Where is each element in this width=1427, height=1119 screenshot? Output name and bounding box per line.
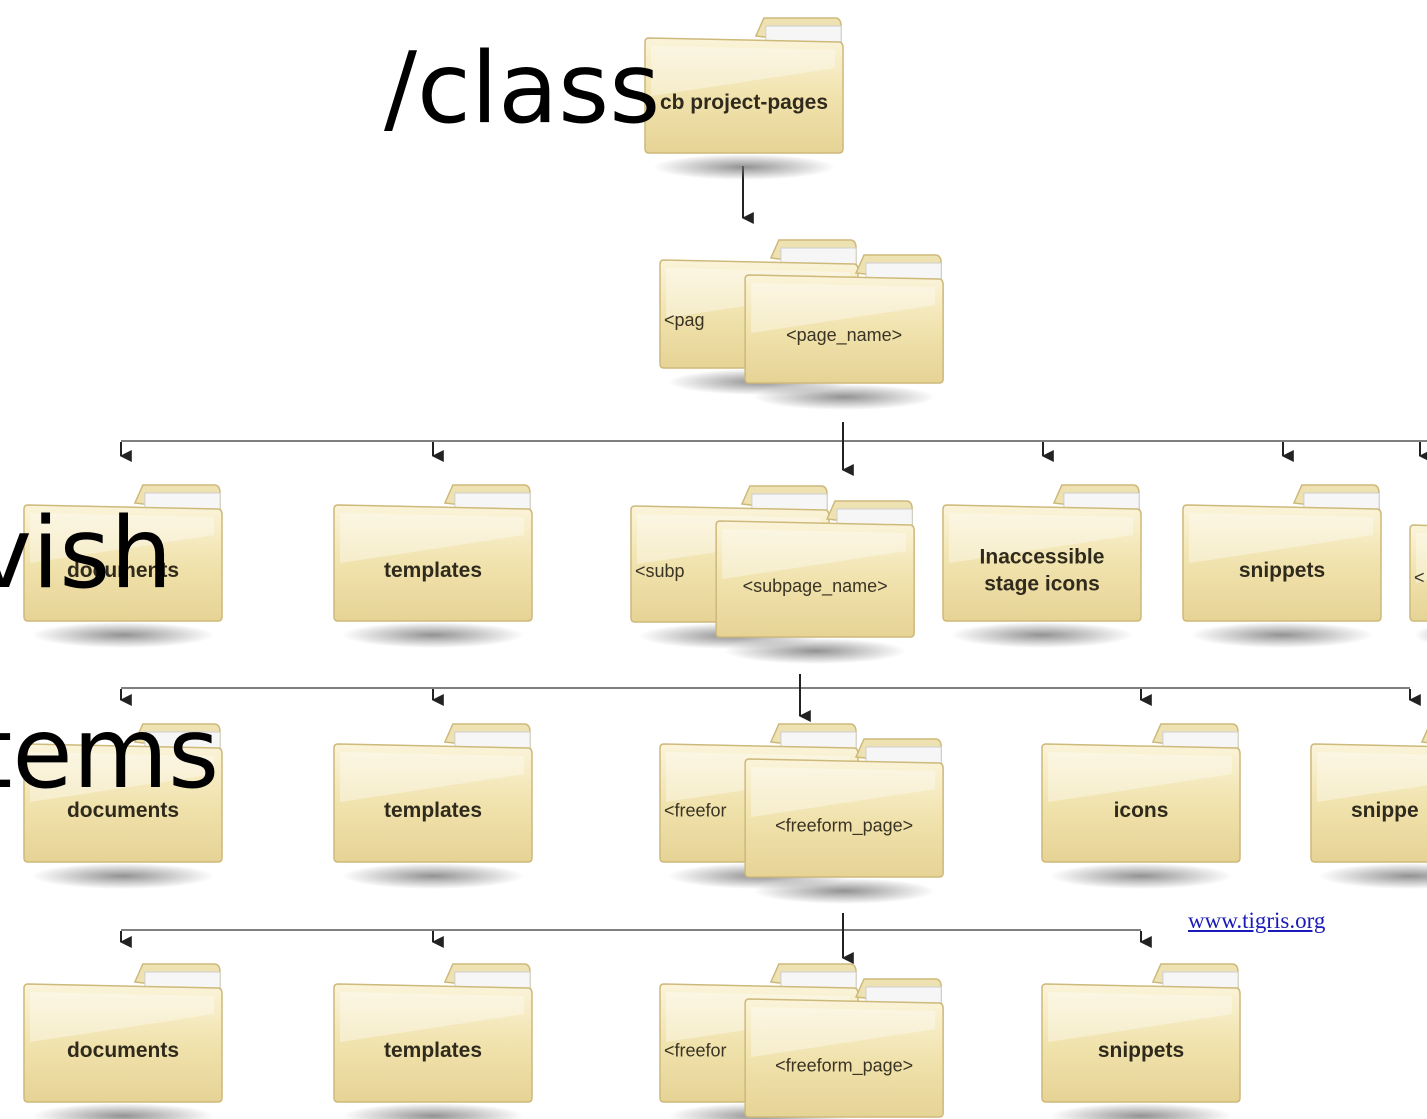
folder-templates-l3: templates bbox=[333, 723, 533, 889]
folder-freeform-page-l3-front-label: <freeform_page> bbox=[775, 815, 913, 836]
folders: cb project-pages <pag <page_name> documents… bbox=[23, 17, 1427, 1119]
folder-documents-l2-label: documents bbox=[67, 559, 179, 582]
folder-documents-l3: documents bbox=[23, 723, 223, 889]
folder-root: cb project-pages bbox=[644, 17, 844, 180]
folder-templates-l2: templates bbox=[333, 484, 533, 648]
folder-icons-l3: icons bbox=[1041, 723, 1241, 889]
overlay-title-class: /class bbox=[384, 32, 661, 146]
folder-documents-l4-label: documents bbox=[67, 1039, 179, 1062]
folder-subpage-name-back-label: <subp bbox=[635, 561, 685, 581]
folder-templates-l4-label: templates bbox=[384, 1039, 482, 1062]
folder-cut-l2-label: < bbox=[1414, 567, 1425, 587]
folder-snippets-l4-label: snippets bbox=[1098, 1039, 1184, 1062]
folder-snippets-l3-label: snippe bbox=[1351, 799, 1419, 822]
folder-templates-l3-label: templates bbox=[384, 799, 482, 822]
folder-freeform-page-l4-front: <freeform_page> bbox=[744, 978, 944, 1119]
folder-snippets-l3: snippe bbox=[1310, 728, 1427, 889]
folder-page-name-front: <page_name> bbox=[744, 254, 944, 410]
folder-root-label: cb project-pages bbox=[660, 91, 828, 114]
folder-documents-l3-label: documents bbox=[67, 799, 179, 822]
folder-freeform-page-l4-back-label: <freefor bbox=[664, 1040, 727, 1060]
folder-inaccessible-stage-icons-label: Inaccessible bbox=[980, 545, 1105, 568]
folder-inaccessible-stage-icons: Inaccessible stage icons bbox=[942, 484, 1142, 648]
folder-documents-l2: documents bbox=[23, 484, 223, 648]
folder-documents-l4: documents bbox=[23, 963, 223, 1119]
folder-freeform-page-l3-back-label: <freefor bbox=[664, 800, 727, 820]
folder-snippets-l2: snippets bbox=[1182, 484, 1382, 648]
connectors bbox=[119, 166, 1427, 964]
folder-icons-l3-label: icons bbox=[1114, 799, 1169, 822]
folder-freeform-page-l4-front-label: <freeform_page> bbox=[775, 1055, 913, 1076]
overlay-text-items: tems bbox=[0, 697, 220, 811]
folder-snippets-l4: snippets bbox=[1041, 963, 1241, 1119]
folder-snippets-l2-label: snippets bbox=[1239, 559, 1325, 582]
folder-page-name-back-label: <pag bbox=[664, 310, 705, 330]
folder-freeform-page-l3-front: <freeform_page> bbox=[744, 738, 944, 904]
folder-templates-l2-label: templates bbox=[384, 559, 482, 582]
folder-templates-l4: templates bbox=[333, 963, 533, 1119]
tigris-link[interactable]: www.tigris.org bbox=[1188, 908, 1326, 933]
folder-subpage-name-front-label: <subpage_name> bbox=[743, 576, 888, 597]
overlay-text-ish: vish bbox=[0, 497, 173, 611]
folder-cut-l2: < bbox=[1409, 524, 1427, 644]
folder-subpage-name-front: <subpage_name> bbox=[715, 500, 915, 664]
folder-page-name-front-label: <page_name> bbox=[786, 325, 902, 346]
folder-inaccessible-stage-icons-label: stage icons bbox=[984, 572, 1100, 595]
